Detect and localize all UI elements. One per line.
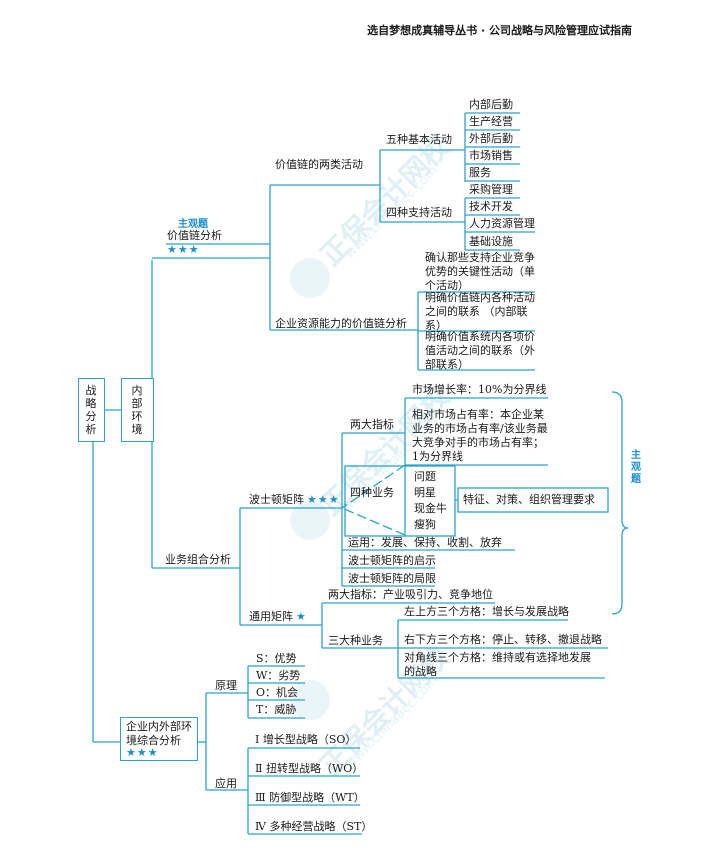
ge-three-item: 右下方三个方格：停止、转移、撤退战略 xyxy=(404,633,602,646)
application-label: 应用 xyxy=(215,777,237,790)
application-item: Ⅳ 多种经营战略（ST） xyxy=(255,820,373,833)
ge-stars: ★ xyxy=(296,610,307,623)
support-activity-item: 人力资源管理 xyxy=(469,217,535,230)
bcg-other-item: 运用：发展、保持、收割、放弃 xyxy=(348,536,502,549)
principle-item: S：优势 xyxy=(256,652,297,665)
business-features-text: 特征、对策、组织管理要求 xyxy=(463,493,595,506)
bcg-label: 波士顿矩阵 xyxy=(249,493,304,506)
application-item: Ⅰ 增长型战略（SO） xyxy=(255,733,357,746)
watermark-seal xyxy=(290,258,330,298)
ge-three-item: 对角线三个方格：维持或有选择地发展的战略 xyxy=(404,651,591,678)
portfolio-label: 业务组合分析 xyxy=(165,553,231,566)
basic-activities-label: 五种基本活动 xyxy=(386,133,452,146)
growth-rate-text: 市场增长率：10%为分界线 xyxy=(412,383,547,396)
subjective-tag: 主观题 xyxy=(178,219,208,230)
business-item: 明星 xyxy=(414,486,436,499)
ge-label: 通用矩阵 xyxy=(249,610,293,623)
internal-env-label: 内部环境 xyxy=(131,384,143,436)
two-types-label: 价值链的两类活动 xyxy=(275,158,363,171)
capability-item: 明确价值链内各种活动之间的联系 （内部联系） xyxy=(425,291,535,332)
principle-label: 原理 xyxy=(215,679,237,692)
basic-activity-item: 生产经营 xyxy=(469,115,513,128)
swot-label: 企业内外部环境综合分析 xyxy=(126,720,192,747)
four-businesses-label: 四种业务 xyxy=(350,486,394,499)
capability-item: 明确价值系统内各项价值活动之间的联系（外部联系） xyxy=(425,330,535,371)
support-activity-item: 基础设施 xyxy=(469,235,513,248)
swot-node: 企业内外部环境综合分析 ★★★ xyxy=(120,717,198,761)
bcg-other-item: 波士顿矩阵的局限 xyxy=(348,572,436,585)
application-item: Ⅱ 扭转型战略（WO） xyxy=(255,762,364,775)
principle-item: T：威胁 xyxy=(256,703,297,716)
business-item: 瘦狗 xyxy=(414,518,436,531)
support-activities-label: 四种支持活动 xyxy=(386,206,452,219)
ge-indicators-text: 两大指标：产业吸引力、竞争地位 xyxy=(328,588,493,601)
internal-env-node: 内部环境 xyxy=(121,378,154,442)
side-subjective-tag: 主观题 xyxy=(631,450,641,485)
market-share-text: 相对市场占有率：本企业某业务的市场占有率/该业务最大竞争对手的市场占有率； 1为… xyxy=(412,408,548,463)
support-activity-item: 采购管理 xyxy=(469,183,513,196)
application-item: Ⅲ 防御型战略（WT） xyxy=(255,791,365,804)
business-item: 问题 xyxy=(414,470,436,483)
root-node: 战略分析 xyxy=(78,378,105,442)
bcg-other-item: 波士顿矩阵的启示 xyxy=(348,554,436,567)
bcg-indicators-label: 两大指标 xyxy=(350,418,394,431)
page-header: 选自梦想成真辅导丛书 · 公司战略与风险管理应试指南 xyxy=(367,24,632,37)
basic-activity-item: 外部后勤 xyxy=(469,132,513,145)
principle-item: O：机会 xyxy=(256,686,299,699)
value-chain-stars: ★★★ xyxy=(167,243,200,256)
basic-activity-item: 市场销售 xyxy=(469,149,513,162)
root-label: 战略分析 xyxy=(85,384,97,436)
basic-activity-item: 服务 xyxy=(469,166,491,179)
support-activity-item: 技术开发 xyxy=(469,200,513,213)
capability-item: 确认那些支持企业竞争优势的关键性活动（单个活动） xyxy=(425,251,535,292)
basic-activity-item: 内部后勤 xyxy=(469,98,513,111)
ge-three-label: 三大种业务 xyxy=(328,634,383,647)
business-item: 现金牛 xyxy=(414,502,447,515)
swot-stars: ★★★ xyxy=(126,746,159,759)
principle-item: W：劣势 xyxy=(256,669,301,682)
capability-label: 企业资源能力的价值链分析 xyxy=(275,317,407,330)
bcg-stars: ★★★ xyxy=(307,493,340,506)
watermark-seal xyxy=(290,500,330,540)
value-chain-label: 价值链分析 xyxy=(167,229,222,242)
ge-three-item: 左上方三个方格：增长与发展战略 xyxy=(404,605,569,618)
